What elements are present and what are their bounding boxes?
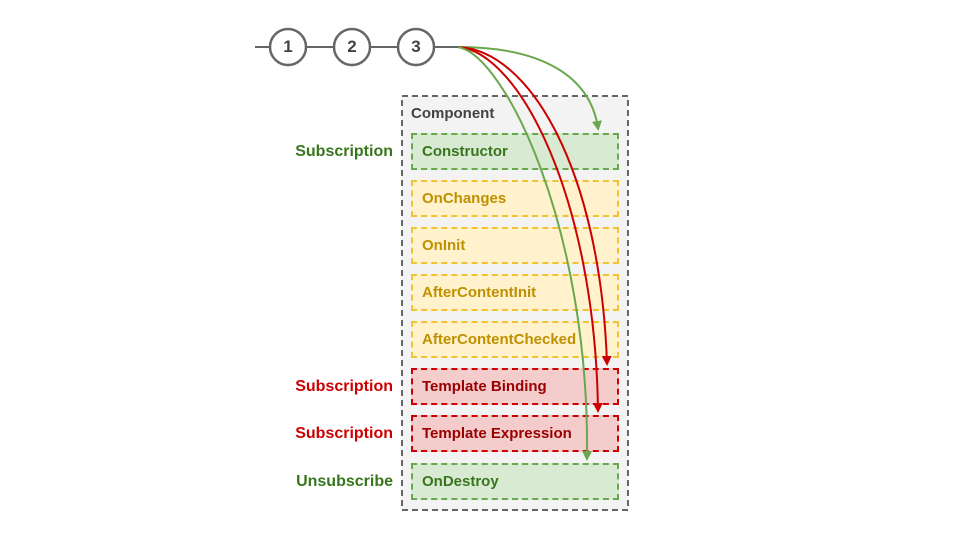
- side-label-constructor: Subscription: [295, 143, 393, 160]
- hook-onchanges-label: OnChanges: [422, 190, 507, 207]
- side-label-ondestroy: Unsubscribe: [296, 473, 393, 490]
- component-title: Component: [411, 105, 495, 122]
- side-label-template-expression: Subscription: [295, 425, 393, 442]
- hook-aftercontentinit-label: AfterContentInit: [422, 284, 537, 301]
- hook-aftercontentinit: AfterContentInit: [411, 274, 619, 311]
- hook-oninit-label: OnInit: [422, 237, 466, 254]
- timeline-node-3-label: 3: [411, 37, 421, 56]
- hook-aftercontentchecked-label: AfterContentChecked: [422, 331, 577, 348]
- hook-oninit: OnInit: [411, 227, 619, 264]
- timeline-node-1: [268, 27, 308, 67]
- hook-ondestroy: OnDestroy: [411, 463, 619, 500]
- hook-template-expression: Template Expression: [411, 415, 619, 452]
- hook-ondestroy-label: OnDestroy: [422, 473, 499, 490]
- hook-constructor: Constructor: [411, 133, 619, 170]
- hook-template-binding-label: Template Binding: [422, 378, 547, 395]
- hook-aftercontentchecked: AfterContentChecked: [411, 321, 619, 358]
- timeline-node-3: [396, 27, 436, 67]
- timeline-node-2-label: 2: [347, 37, 357, 56]
- timeline-node-1-label: 1: [283, 37, 293, 56]
- hook-constructor-label: Constructor: [422, 143, 508, 160]
- hook-onchanges: OnChanges: [411, 180, 619, 217]
- side-label-template-binding: Subscription: [295, 378, 393, 395]
- hook-template-expression-label: Template Expression: [422, 425, 572, 442]
- timeline-node-2: [332, 27, 372, 67]
- hook-template-binding: Template Binding: [411, 368, 619, 405]
